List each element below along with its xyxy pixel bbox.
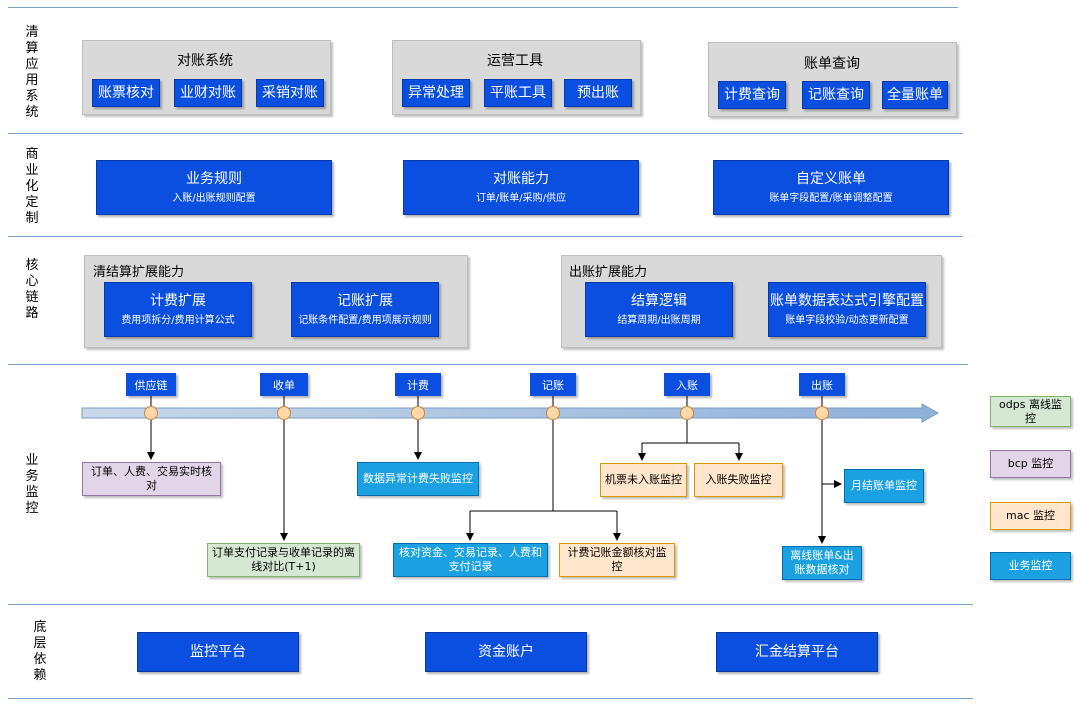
section-label-base: 底层依赖: [33, 620, 47, 683]
custom-reconciliation-capability[interactable]: 对账能力订单/账单/采购/供应: [403, 160, 639, 215]
btn-full-bill[interactable]: 全量账单: [882, 81, 948, 109]
monitor-entry-failure[interactable]: 入账失败监控: [694, 463, 783, 497]
section-label-app: 清算应用系统: [25, 25, 39, 120]
app-system-title: 账单查询: [804, 56, 860, 72]
divider-bottom: [8, 698, 973, 699]
section-label-custom: 商业化定制: [25, 147, 39, 226]
monitor-fund-trade-check[interactable]: 核对资金、交易记录、人费和支付记录: [393, 543, 548, 577]
app-system-title: 运营工具: [487, 53, 543, 69]
custom-custom-bill[interactable]: 自定义账单账单字段配置/账单调整配置: [713, 160, 949, 215]
divider-top: [8, 7, 958, 8]
stage-ledger[interactable]: 记账: [530, 373, 576, 396]
core-ledger-extension[interactable]: 记账扩展记账条件配置/费用项展示规则: [291, 282, 439, 337]
monitor-billing-ledger-amount[interactable]: 计费记账金额核对监控: [559, 543, 675, 577]
timeline-dot: [277, 406, 291, 420]
legend-bcp: bcp 监控: [990, 450, 1071, 478]
monitor-billing-failure[interactable]: 数据异常计费失败监控: [357, 462, 479, 496]
section-label-monitor: 业务监控: [25, 453, 39, 516]
monitor-order-fee-trade-check[interactable]: 订单、人费、交易实时核对: [82, 462, 221, 496]
custom-business-rules[interactable]: 业务规则入账/出账规则配置: [96, 160, 332, 215]
core-settlement-logic[interactable]: 结算逻辑结算周期/出账周期: [585, 282, 733, 337]
timeline-arrow: [81, 403, 940, 423]
stage-order[interactable]: 收单: [260, 373, 308, 396]
legend-mac: mac 监控: [990, 502, 1071, 530]
app-system-title: 对账系统: [177, 53, 233, 69]
base-fund-account[interactable]: 资金账户: [425, 632, 587, 672]
base-settlement-platform[interactable]: 汇金结算平台: [716, 632, 878, 672]
btn-ledger-query[interactable]: 记账查询: [802, 81, 870, 109]
btn-finance-check[interactable]: 业财对账: [174, 79, 242, 107]
divider-3: [8, 364, 968, 365]
timeline-dot: [546, 406, 560, 420]
btn-purchase-check[interactable]: 采销对账: [256, 79, 324, 107]
timeline-dot: [815, 406, 829, 420]
divider-1: [8, 133, 963, 134]
timeline-dot: [680, 406, 694, 420]
btn-billing-query[interactable]: 计费查询: [718, 81, 786, 109]
stage-entry[interactable]: 入账: [664, 373, 710, 396]
timeline-dot: [144, 406, 158, 420]
timeline-dot: [411, 406, 425, 420]
section-label-core: 核心链路: [25, 258, 39, 321]
core-group-title: 出账扩展能力: [569, 265, 648, 280]
monitor-offline-bill-check[interactable]: 离线账单&出账数据核对: [782, 546, 862, 580]
stage-billing[interactable]: 计费: [395, 373, 441, 396]
monitor-monthly-bill[interactable]: 月结账单监控: [844, 469, 924, 503]
legend-business: 业务监控: [990, 552, 1071, 580]
monitor-payment-vs-order-offline[interactable]: 订单支付记录与收单记录的离线对比(T+1): [207, 543, 360, 577]
monitor-ticket-not-entered[interactable]: 机票未入账监控: [600, 463, 687, 497]
stage-billing-out[interactable]: 出账: [799, 373, 845, 396]
btn-ticket-check[interactable]: 账票核对: [92, 79, 160, 107]
core-billing-extension[interactable]: 计费扩展费用项拆分/费用计算公式: [104, 282, 252, 337]
btn-pre-billing[interactable]: 预出账: [564, 79, 632, 107]
btn-exception-handling[interactable]: 异常处理: [402, 79, 470, 107]
divider-4: [8, 604, 973, 605]
stage-supply-chain[interactable]: 供应链: [126, 373, 176, 396]
core-group-title: 清结算扩展能力: [93, 265, 185, 280]
legend-odps: odps 离线监控: [990, 396, 1071, 427]
divider-2: [8, 236, 963, 237]
base-monitor-platform[interactable]: 监控平台: [137, 632, 299, 672]
btn-balance-tool[interactable]: 平账工具: [484, 79, 552, 107]
core-expression-engine[interactable]: 账单数据表达式引擎配置账单字段校验/动态更新配置: [768, 282, 926, 337]
